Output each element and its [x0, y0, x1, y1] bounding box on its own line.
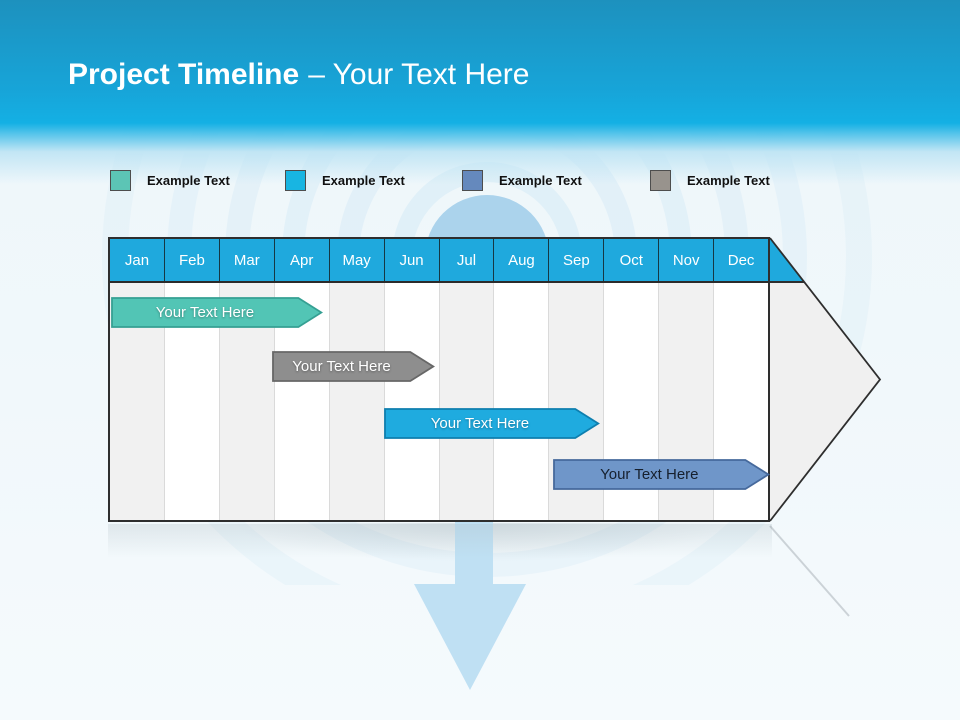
grid-column-jul — [439, 283, 495, 520]
timeline-bar-3: Your Text Here — [383, 408, 600, 439]
month-cell-nov: Nov — [659, 239, 715, 281]
legend-label: Example Text — [499, 172, 582, 188]
month-cell-aug: Aug — [494, 239, 550, 281]
month-cell-sep: Sep — [549, 239, 605, 281]
legend-label: Example Text — [687, 172, 770, 188]
legend-item-4: Example Text — [650, 168, 770, 192]
bar-label: Your Text Here — [430, 415, 530, 432]
legend-swatch-icon — [462, 169, 483, 191]
month-cell-may: May — [329, 239, 385, 281]
timeline-arrowhead — [769, 237, 882, 522]
timeline-bar-1: Your Text Here — [110, 297, 323, 328]
bar-label: Your Text Here — [155, 304, 255, 321]
month-cell-jan: Jan — [110, 239, 165, 281]
month-cell-jul: Jul — [439, 239, 495, 281]
grid-column-aug — [494, 283, 550, 520]
title-rest: – Your Text Here — [308, 58, 530, 91]
legend-label: Example Text — [322, 172, 405, 188]
arrowhead-reflection — [769, 525, 850, 617]
month-cell-jun: Jun — [384, 239, 440, 281]
grid-column-jun — [384, 283, 440, 520]
bar-label: Your Text Here — [292, 358, 391, 375]
legend-swatch-icon — [285, 169, 306, 191]
down-arrow-head-icon — [414, 584, 526, 690]
grid-column-may — [329, 283, 385, 520]
month-cell-mar: Mar — [219, 239, 275, 281]
legend-item-3: Example Text — [462, 168, 582, 192]
page-title: Project Timeline– Your Text Here — [68, 58, 529, 92]
title-bold: Project Timeline — [68, 58, 300, 91]
legend-swatch-icon — [650, 169, 671, 191]
month-cell-oct: Oct — [604, 239, 660, 281]
month-cell-dec: Dec — [714, 239, 769, 281]
timeline-bar-2: Your Text Here — [271, 351, 435, 382]
bar-label: Your Text Here — [600, 466, 699, 483]
timeline-bar-4: Your Text Here — [552, 459, 770, 490]
table-reflection — [108, 524, 772, 558]
month-cell-apr: Apr — [274, 239, 330, 281]
legend-item-2: Example Text — [285, 168, 405, 192]
legend-swatch-icon — [110, 169, 131, 191]
legend-item-1: Example Text — [110, 168, 230, 192]
month-cell-feb: Feb — [164, 239, 220, 281]
legend-label: Example Text — [147, 172, 230, 188]
